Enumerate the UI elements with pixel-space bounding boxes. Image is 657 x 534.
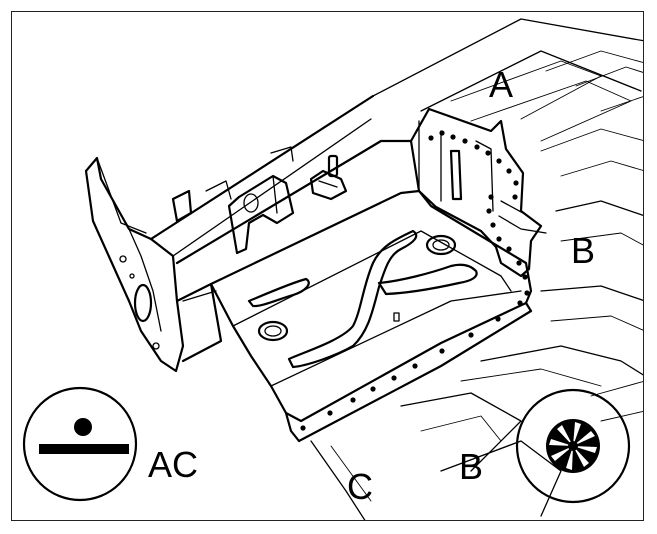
front-side-member: [84, 94, 413, 373]
label-ac: AC: [148, 444, 198, 485]
floor-panel-diagram: A B B C AC: [22, 18, 643, 520]
label-b-right: B: [571, 230, 595, 271]
background-floor-outline: [310, 18, 643, 520]
locating-pin: [309, 154, 348, 201]
level-position-icon: [22, 386, 138, 502]
label-c: C: [347, 466, 373, 507]
floor-pan: [209, 189, 533, 443]
rail-bracket: [227, 174, 295, 255]
label-a: A: [489, 64, 513, 105]
spot-weld-dots: [300, 130, 530, 431]
label-b-bottom: B: [459, 446, 483, 487]
diagram-frame: A B B C AC: [11, 11, 644, 521]
spot-weld-cutter-icon: [515, 388, 631, 504]
rear-wall-panel: [409, 107, 547, 278]
